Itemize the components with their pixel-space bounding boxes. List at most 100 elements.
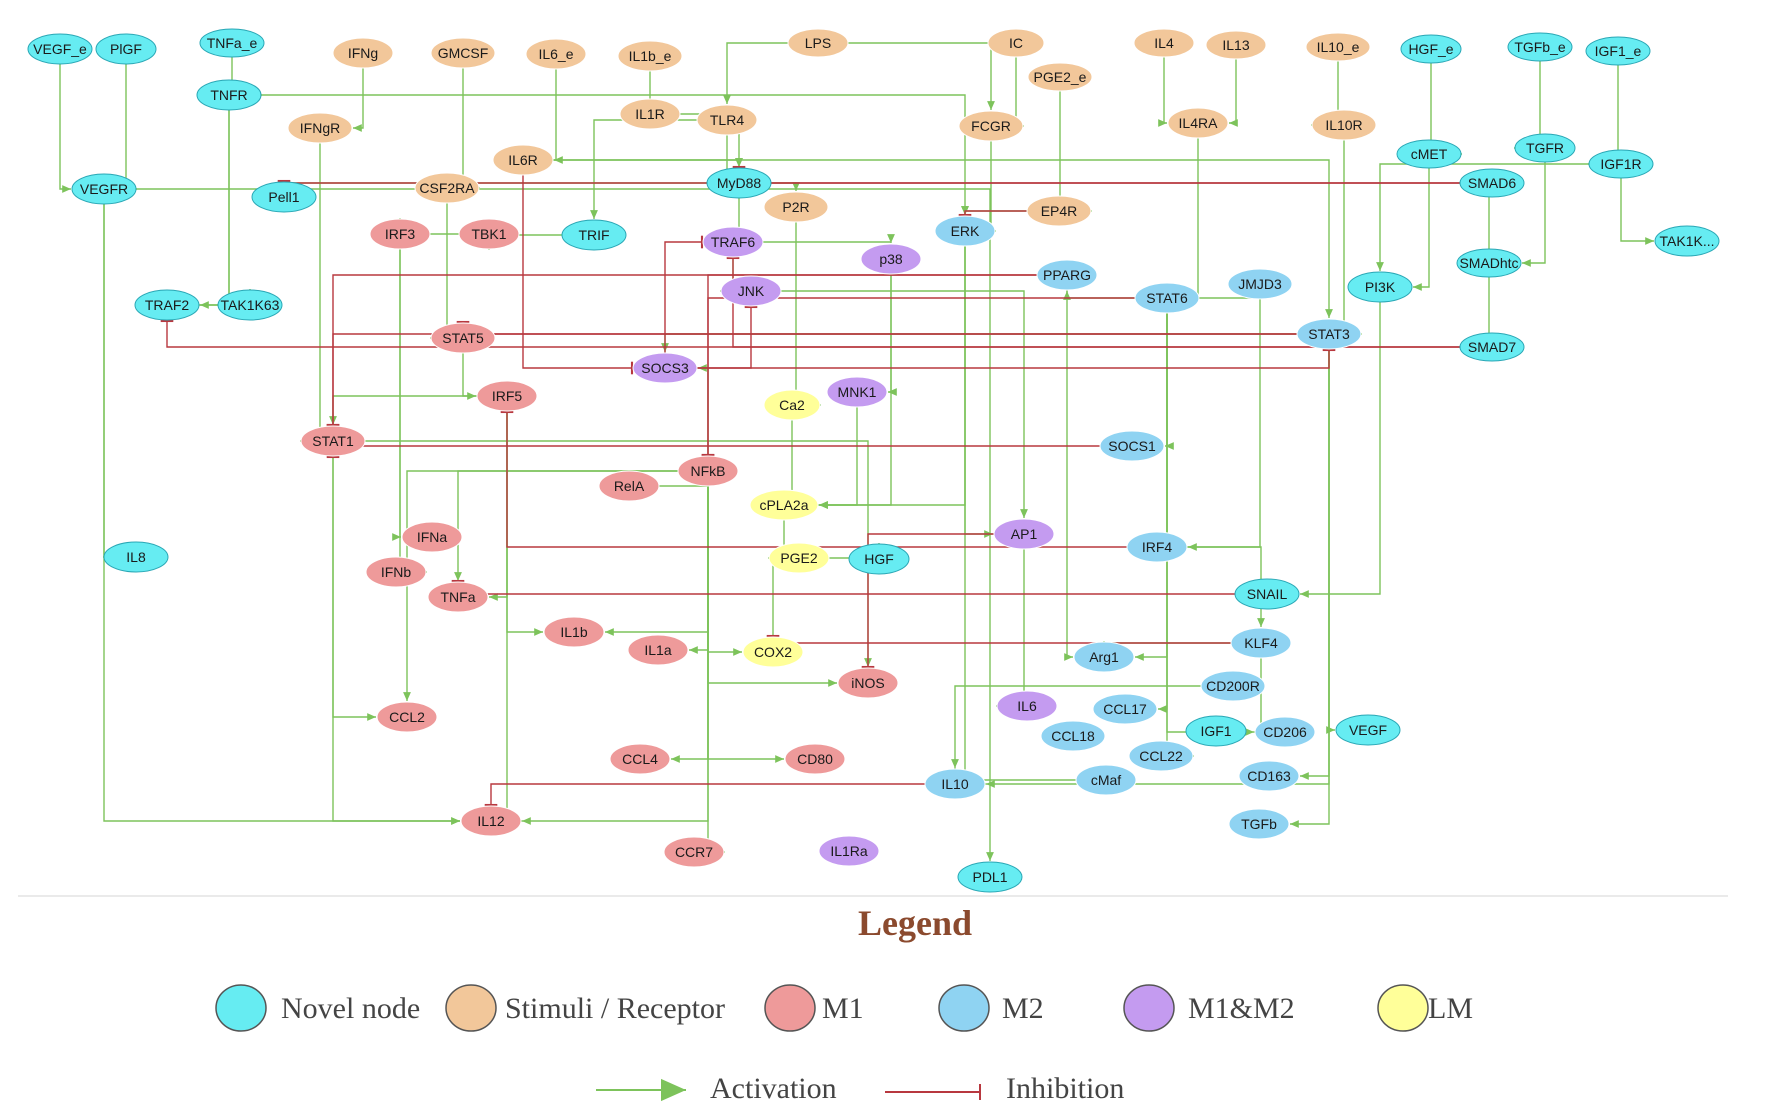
node-label: TRIF [578,227,609,243]
node-label: VEGFR [80,181,128,197]
node-stat3: STAT3 [1296,318,1362,350]
node-label: P2R [782,199,809,215]
node-pdl1: PDL1 [957,861,1023,893]
node-label: Pell1 [268,189,299,205]
node-label: Ca2 [779,397,805,413]
node-label: IL10R [1325,117,1362,133]
activation-edge-IL6R-STAT3 [523,159,1333,318]
activation-edge-STAT3-VEGF [1326,334,1335,734]
inhibition-edge-SOCS3-TRAF6 [664,235,704,368]
activation-edge-IFNgR-STAT1 [300,128,321,445]
node-cd163: CD163 [1238,760,1300,792]
node-ap1: AP1 [993,518,1055,550]
activation-edge-IRF3-IFNb [399,234,427,576]
node-label: IL1a [644,642,671,658]
activation-edge-STAT6-IRF4 [1166,298,1188,551]
node-label: IRF4 [1142,539,1173,555]
node-label: p38 [879,251,903,267]
inhibition-edge-STAT3-STAT5 [456,320,1329,335]
node-label: IL4 [1154,35,1174,51]
node-irf5: IRF5 [476,380,538,412]
node-label: IL12 [477,813,504,829]
node-igf1: IGF1 [1185,715,1247,747]
legend-inhibition-label: Inhibition [1006,1072,1124,1105]
activation-edge-STAT6-Arg1 [1135,298,1168,661]
activation-edge-ERK-IL10 [964,231,986,788]
node-label: JMJD3 [1238,276,1282,292]
node-label: GMCSF [438,45,489,61]
legend-item-m2: M2 [938,984,1044,1032]
legend-item-label: Stimuli / Receptor [505,992,725,1025]
node-label: IL1Ra [830,843,868,859]
activation-edge-JMJD3-IRF4 [1188,284,1261,551]
node-label: TGFb_e [1514,39,1566,55]
node-label: AP1 [1011,526,1038,542]
node-label: LPS [805,35,831,51]
activation-edge-STAT3-TGFb [1290,334,1330,828]
node-label: TNFR [210,87,247,103]
legend-item-label: LM [1428,992,1473,1025]
activation-edge-VEGF_e-VEGFR [59,49,71,193]
node-label: IFNg [348,45,378,61]
node-smadhtc: SMADhtc [1456,248,1522,278]
node-label: CCR7 [675,844,713,860]
node-p2r: P2R [763,191,829,223]
activation-edge-STAT3-SOCS3 [661,333,1329,352]
activation-edge-IRF5-IL12 [506,396,522,825]
node-stat5: STAT5 [430,322,496,354]
node-label: PDL1 [972,869,1007,885]
node-label: VEGF_e [33,41,87,57]
activation-edge-STAT3-CD163 [1300,334,1330,780]
activation-edge-JNK-AP1 [751,290,1028,518]
node-gmcsf: GMCSF [430,37,496,69]
activation-edge-VEGFR-PDL1 [104,188,994,861]
activation-edge-PI3K-SNAIL [1300,287,1381,598]
node-ep4r: EP4R [1026,195,1092,227]
node-label: IL6 [1017,698,1037,714]
node-tbk1: TBK1 [458,218,520,250]
node-label: CCL18 [1051,728,1095,744]
activation-edge-IRF5-IL1b [506,396,543,636]
node-label: Arg1 [1089,649,1119,665]
node-label: SOCS3 [641,360,689,376]
node-cd200r: CD200R [1200,670,1266,702]
node-ic: IC [987,28,1045,58]
node-csf2ra: CSF2RA [414,172,480,204]
node-pparg: PPARG [1036,259,1098,291]
activation-edge-IL13-IL4RA [1229,45,1238,127]
node-fcgr: FCGR [958,110,1024,142]
node-il1ra: IL1Ra [818,835,880,867]
node-label: SNAIL [1247,586,1288,602]
inhibition-edge-SOCS3-STAT3 [665,348,1336,369]
activation-edge-ERK-AP1 [964,231,993,538]
node-il6r: IL6R [492,144,554,176]
node-label: CCL17 [1103,701,1147,717]
legend-item-label: M1&M2 [1188,992,1295,1025]
node-p38: p38 [860,243,922,275]
node-hgf_e: HGF_e [1400,34,1462,64]
node-label: MNK1 [838,384,877,400]
node-label: SOCS1 [1108,438,1156,454]
node-label: SMAD7 [1468,339,1516,355]
activation-edge-NFkB-iNOS [707,471,837,687]
legend-item-label: M2 [1002,992,1044,1025]
node-jnk: JNK [720,275,782,307]
activation-edge-TGFR-SMADhtc [1522,148,1546,267]
node-tlr4: TLR4 [696,104,758,136]
node-il6_e: IL6_e [525,38,587,70]
activation-edge-STAT6-CCL22 [1166,298,1194,760]
node-il4ra: IL4RA [1167,107,1229,139]
legend-activation: Activation [596,1072,837,1105]
node-label: CD80 [797,751,833,767]
activation-edge-IGF1R-TAK1K [1620,164,1654,245]
node-il12: IL12 [460,805,522,837]
node-trif: TRIF [561,219,627,251]
node-il1r: IL1R [619,98,681,130]
node-label: TRAF2 [145,297,190,313]
node-il1a: IL1a [627,634,689,666]
node-ifngr: IFNgR [287,112,353,144]
activation-edge-NFkB-CCL4 [671,471,709,763]
node-label: CD163 [1247,768,1291,784]
node-label: IGF1R [1600,156,1641,172]
